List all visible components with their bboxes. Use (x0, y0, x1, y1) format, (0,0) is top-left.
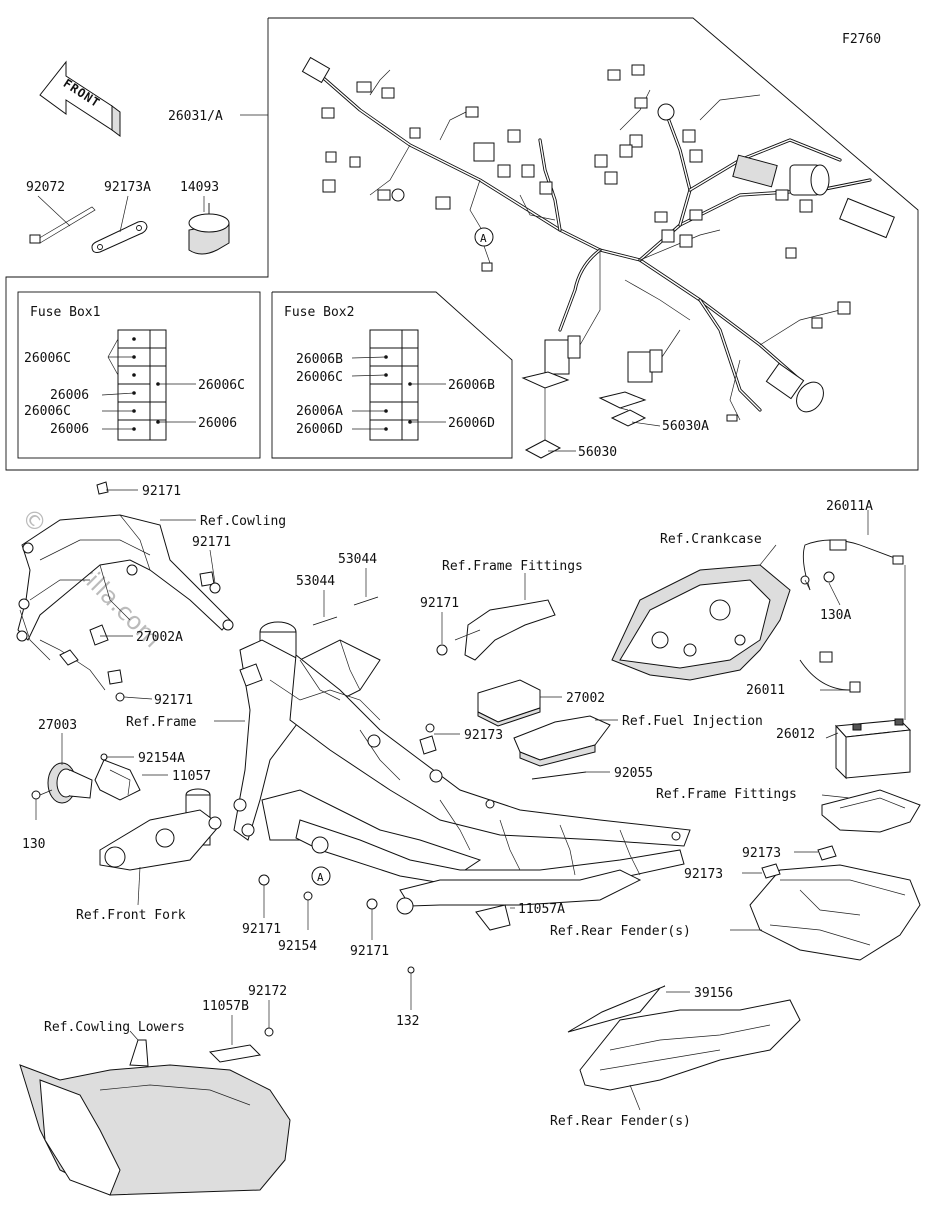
cap-part (188, 203, 230, 255)
fuse-box-2-label: 26006A (296, 404, 343, 419)
callout: 53044 (338, 552, 377, 567)
front-subframe (16, 481, 234, 691)
fuse-box-2: Fuse Box2 26006B 26006C 26006A 26006D 26… (271, 291, 513, 459)
callout: 92171 (192, 535, 231, 550)
callout: 92154A (138, 751, 185, 766)
callout: 92154 (278, 939, 317, 954)
callout: 14093 (180, 180, 219, 195)
callout: 26012 (776, 727, 815, 742)
tape-strips-53044 (312, 596, 379, 626)
leader-lines (35, 114, 869, 1111)
callout: Ref.Frame Fittings (442, 559, 583, 574)
callout: 11057B (202, 999, 249, 1014)
callout: 56030A (662, 419, 709, 434)
callout: 27002A (136, 630, 183, 645)
callout: 92171 (350, 944, 389, 959)
callout: 92171 (154, 693, 193, 708)
callout: 39156 (694, 986, 733, 1001)
fuse-box-2-label: 26006D (448, 416, 495, 431)
fuse-box-1-label: 26006C (198, 378, 245, 393)
ground-cable-26011a (800, 539, 904, 591)
callout: 130A (820, 608, 851, 623)
callout: Ref.Cowling (200, 514, 286, 529)
rear-fender-lower (567, 985, 801, 1091)
callout: 27003 (38, 718, 77, 733)
svg-text:A: A (317, 871, 324, 884)
callout: 26011A (826, 499, 873, 514)
callout: 92055 (614, 766, 653, 781)
fuse-box-1-label: 26006C (24, 351, 71, 366)
callout: 92171 (420, 596, 459, 611)
callout: Ref.Frame (126, 715, 197, 730)
cable-tie-part (29, 206, 96, 244)
harness-panel-outline (5, 17, 919, 471)
fuse-box-2-title: Fuse Box2 (284, 305, 354, 320)
callout: 92173 (742, 846, 781, 861)
fuse-box-1-label: 26006 (50, 388, 89, 403)
rod-92055 (531, 771, 587, 780)
fuse-box-2-label: 26006D (296, 422, 343, 437)
callout: 11057A (518, 902, 565, 917)
rear-fender-box (749, 845, 921, 961)
fuse-box-1-label: 26006C (24, 404, 71, 419)
callout: 92173 (684, 867, 723, 882)
callout: Ref.Frame Fittings (656, 787, 797, 802)
callout: 26031/A (168, 109, 223, 124)
callout: 92072 (26, 180, 65, 195)
battery-26012 (834, 565, 912, 780)
fuse-box-1-label: 26006 (50, 422, 89, 437)
horn-part (31, 762, 93, 804)
callout: Ref.Cowling Lowers (44, 1020, 185, 1035)
fuse-box-2-label: 26006B (448, 378, 495, 393)
callout: 92172 (248, 984, 287, 999)
battery-tray-plate (821, 789, 921, 833)
figure-code: F2760 (842, 32, 881, 47)
battery-cable-26011 (799, 651, 861, 693)
cowling-lower (19, 1027, 291, 1196)
clamp-part (91, 221, 148, 253)
callout: 11057 (172, 769, 211, 784)
callout: 27002 (566, 691, 605, 706)
callout-labels: 26031/A 92072 92173A 14093 56030 56030A … (22, 109, 873, 1129)
callout: 92173 (464, 728, 503, 743)
callout: 53044 (296, 574, 335, 589)
fasteners (100, 571, 835, 974)
fuse-box-2-label: 26006B (296, 352, 343, 367)
main-wiring-harness (301, 56, 895, 459)
fuse-box-1-label: 26006 (198, 416, 237, 431)
front-fork-stem (94, 759, 222, 871)
svg-text:A: A (480, 232, 487, 245)
main-frame (233, 621, 691, 915)
callout: 132 (396, 1014, 419, 1029)
callout: Ref.Crankcase (660, 532, 762, 547)
callout: Ref.Fuel Injection (622, 714, 763, 729)
bracket-11057a (475, 904, 511, 931)
callout: 92173A (104, 180, 151, 195)
callout: 130 (22, 837, 45, 852)
ref-marker-a-frame: A (311, 866, 331, 886)
frame-fittings-bracket (454, 599, 556, 661)
callout: 92171 (142, 484, 181, 499)
callout: Ref.Rear Fender(s) (550, 1114, 691, 1129)
fuse-box-1-title: Fuse Box1 (30, 305, 100, 320)
ref-marker-a-harness: A (474, 227, 494, 264)
callout: Ref.Rear Fender(s) (550, 924, 691, 939)
crankcase (611, 564, 791, 681)
callout: 26011 (746, 683, 785, 698)
ecu-27002 (477, 679, 611, 767)
callout: 92171 (242, 922, 281, 937)
fuse-box-2-label: 26006C (296, 370, 343, 385)
callout: Ref.Front Fork (76, 908, 186, 923)
callout: 56030 (578, 445, 617, 460)
front-direction-arrow: FRONT (39, 60, 121, 137)
fuse-box-1: Fuse Box1 26006C 26006 26006C 26006 2600… (17, 291, 261, 459)
